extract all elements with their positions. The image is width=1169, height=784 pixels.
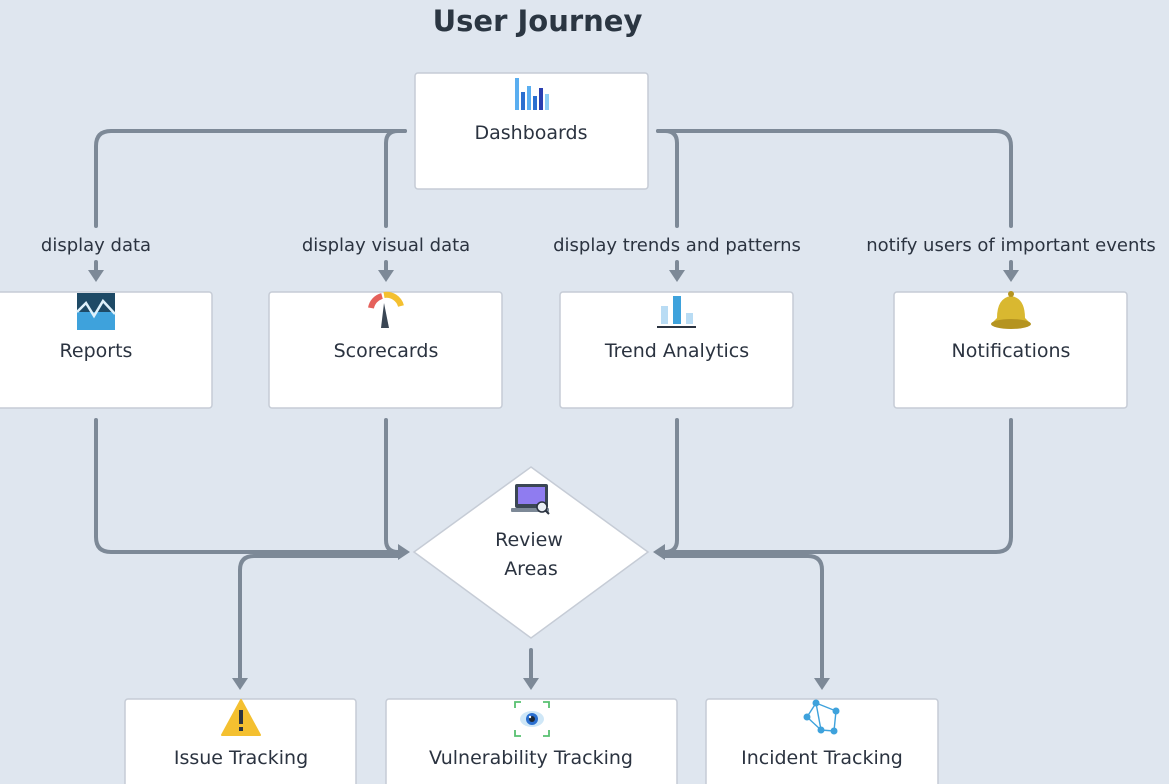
edge-dashboards-scorecards [384, 129, 407, 228]
laptop-search-icon [511, 484, 550, 515]
edge-dashboards-reports [94, 129, 407, 228]
arrowhead-review-right [653, 544, 665, 560]
edge-notifications-review [663, 418, 1013, 554]
edge-review-issue [238, 554, 400, 680]
node-label-reports: Reports [60, 340, 133, 362]
node-incident-tracking[interactable]: Incident Tracking [705, 698, 939, 784]
node-review-areas[interactable]: Review Areas [412, 466, 650, 639]
edge-label-notify-users: notify users of important events [866, 235, 1156, 256]
edge-label-display-trends: display trends and patterns [553, 235, 801, 256]
edge-reports-review [94, 418, 400, 554]
diagram-title: User Journey [432, 4, 643, 38]
arrowhead-review-left [398, 544, 410, 560]
node-label-incident-tracking: Incident Tracking [741, 747, 903, 769]
edge-trend-review [663, 418, 679, 554]
node-label-notifications: Notifications [952, 340, 1071, 362]
node-reports[interactable]: Reports [0, 291, 213, 409]
arrowhead-notifications [1003, 270, 1019, 282]
arrowhead-trend [669, 270, 685, 282]
node-label-issue-tracking: Issue Tracking [174, 747, 308, 769]
arrowhead-scorecards [378, 270, 394, 282]
node-label-review-areas-line2: Areas [504, 558, 558, 580]
node-dashboards[interactable]: Dashboards [414, 72, 649, 190]
node-vulnerability-tracking[interactable]: Vulnerability Tracking [385, 698, 678, 784]
node-label-dashboards: Dashboards [475, 122, 588, 144]
node-label-vulnerability-tracking: Vulnerability Tracking [429, 747, 633, 769]
node-scorecards[interactable]: Scorecards [268, 291, 503, 409]
network-icon [803, 699, 840, 735]
edge-label-display-visual-data: display visual data [302, 235, 470, 256]
gauge-icon [368, 291, 404, 328]
node-notifications[interactable]: Notifications [893, 291, 1128, 409]
eye-scan-icon [514, 701, 550, 737]
line-chart-icon [76, 293, 116, 330]
arrowhead-issue [232, 678, 248, 690]
edge-dashboards-notifications [656, 129, 1013, 228]
trend-bars-icon [657, 296, 696, 328]
node-label-scorecards: Scorecards [334, 340, 439, 362]
arrowhead-reports [88, 270, 104, 282]
bell-icon [991, 291, 1031, 329]
warning-icon [221, 699, 261, 736]
node-label-review-areas-line1: Review [495, 529, 563, 551]
edge-review-incident [663, 554, 824, 680]
node-label-trend-analytics: Trend Analytics [604, 340, 749, 362]
node-trend-analytics[interactable]: Trend Analytics [559, 291, 794, 409]
bar-chart-icon [515, 78, 549, 110]
arrowhead-incident [814, 678, 830, 690]
edge-label-display-data: display data [41, 235, 151, 256]
arrowhead-vulnerability [523, 678, 539, 690]
edge-dashboards-trend [656, 129, 679, 228]
node-issue-tracking[interactable]: Issue Tracking [124, 698, 357, 784]
edge-scorecards-review [384, 418, 400, 554]
